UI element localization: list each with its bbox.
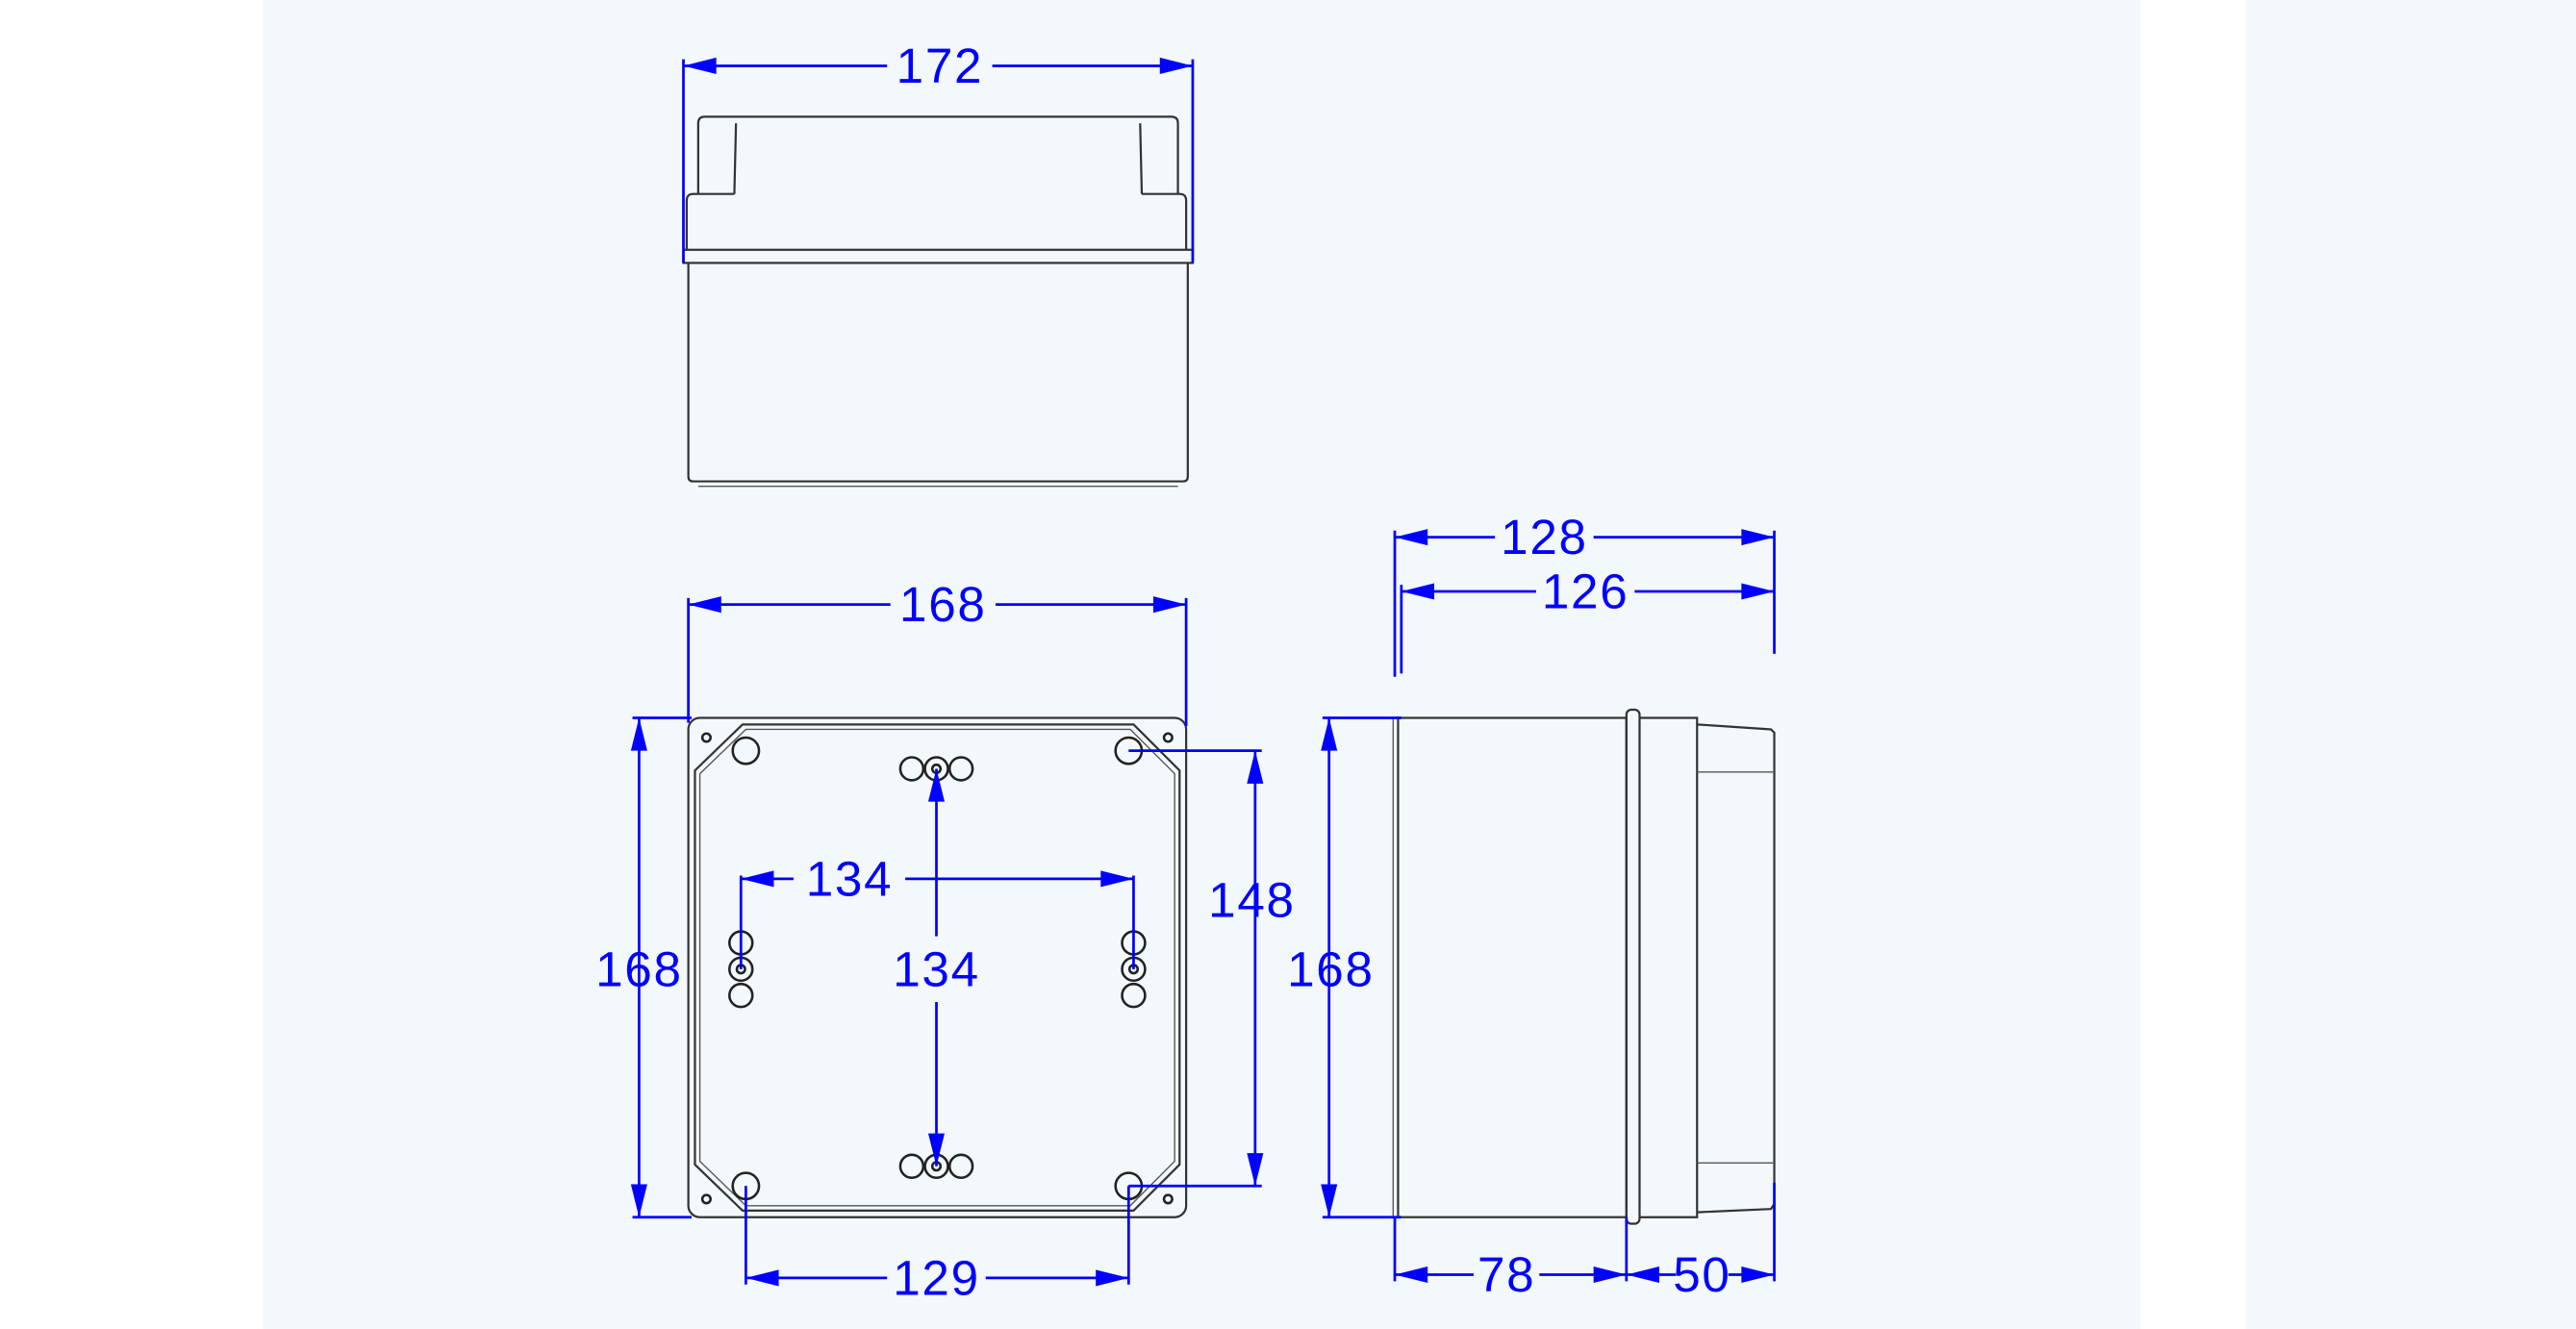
dim-side-depth-128: 128 [1501,510,1588,564]
dimensions [630,57,1776,1287]
arrowhead [1152,596,1187,614]
arrowhead [741,870,774,888]
front-chamfer-outline [694,723,1181,1212]
dim-hole-horizontal-134: 134 [806,851,894,906]
arrowhead [1626,1266,1659,1284]
fixing-hole [947,1153,974,1180]
arrowhead [1159,57,1193,75]
arrowhead [745,1269,779,1287]
arrowhead [1096,1269,1129,1287]
dim-side-depth-126: 126 [1542,564,1629,618]
fixing-hole [947,756,974,782]
arrowhead [927,1133,946,1166]
lid-screw-hole [1162,732,1174,743]
dim-mount-horizontal-129: 129 [893,1250,980,1305]
arrowhead [1395,1266,1428,1284]
dim-front-height-168: 168 [595,941,683,996]
lid-outline [685,192,1188,250]
dim-mount-vertical-148: 148 [1208,873,1296,928]
arrowhead [1741,529,1775,546]
arrowhead [688,596,721,614]
arrowhead [1395,529,1428,546]
dim-front-width-168: 168 [899,577,987,632]
front-outer-outline [687,716,1188,1218]
lid-screw-hole [1162,1193,1174,1205]
side-seal-band [1625,708,1641,1225]
arrowhead [1100,870,1134,888]
arrowhead [683,57,717,75]
arrowhead [1247,1153,1264,1187]
arrowhead [630,1184,647,1217]
front-inner-outline [698,728,1175,1207]
lid-top-outline [696,115,1179,194]
side-panel [2245,0,2576,1329]
arrowhead [1321,1184,1338,1217]
side-view [1392,708,1776,1225]
arrowhead [1247,750,1264,784]
dim-hole-vertical-134: 134 [893,941,980,996]
arrowhead [630,717,647,751]
fixing-hole [898,756,925,782]
side-lid [1639,716,1699,1218]
lid-tabs [733,123,1144,194]
arrowhead [1741,583,1775,600]
arrowhead [1593,1266,1627,1284]
lid-screw-hole [700,732,712,743]
arrowhead [927,768,946,802]
dim-top-width-172: 172 [897,38,984,93]
dim-base-depth-78: 78 [1477,1247,1535,1302]
mounting-hole [731,736,761,765]
body-outline [687,263,1189,483]
dim-lid-depth-50: 50 [1673,1247,1730,1302]
arrowhead [1741,1266,1775,1284]
front-view [687,716,1188,1218]
drawing-panel [263,0,2141,1329]
side-tab-lines [1697,771,1775,1165]
fixing-hole [1121,982,1147,1009]
fixing-hole [728,982,754,1009]
lid-screw-hole [700,1193,712,1205]
side-lid-tabs [1697,723,1776,1214]
fixing-hole [898,1153,925,1180]
arrowhead [1321,717,1338,751]
dim-side-height-168: 168 [1287,941,1375,996]
arrowhead [1401,583,1435,600]
